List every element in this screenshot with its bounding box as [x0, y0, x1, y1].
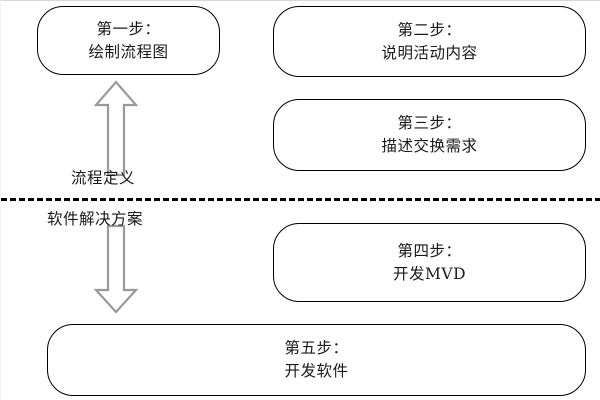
step-box-step1[interactable]: 第一步： 绘制流程图	[37, 6, 220, 75]
section-divider	[1, 198, 600, 201]
step-heading-step4: 第四步：	[397, 241, 462, 260]
section-label-process-definition: 流程定义	[71, 169, 136, 187]
section-label-software-solution: 软件解决方案	[47, 210, 144, 228]
step-box-step5[interactable]: 第五步： 开发软件	[47, 324, 586, 396]
arrow-up-icon	[93, 79, 139, 178]
step-body-step1: 绘制流程图	[88, 42, 169, 61]
step-body-step3: 描述交换需求	[381, 137, 478, 155]
step-heading-step1: 第一步：	[96, 19, 161, 38]
step-box-step3[interactable]: 第三步： 描述交换需求	[273, 99, 586, 171]
arrow-down-icon	[93, 223, 139, 315]
step-heading-step2: 第二步：	[397, 20, 462, 39]
step-heading-step3: 第三步：	[397, 114, 462, 133]
step-heading-step5: 第五步：	[284, 339, 349, 358]
step-body-step2: 说明活动内容	[381, 43, 478, 62]
step-box-step2[interactable]: 第二步： 说明活动内容	[273, 6, 586, 77]
step-body-step5: 开发软件	[284, 362, 349, 380]
step-box-step4[interactable]: 第四步： 开发MVD	[273, 223, 586, 302]
step-body-step4: 开发MVD	[393, 264, 466, 283]
